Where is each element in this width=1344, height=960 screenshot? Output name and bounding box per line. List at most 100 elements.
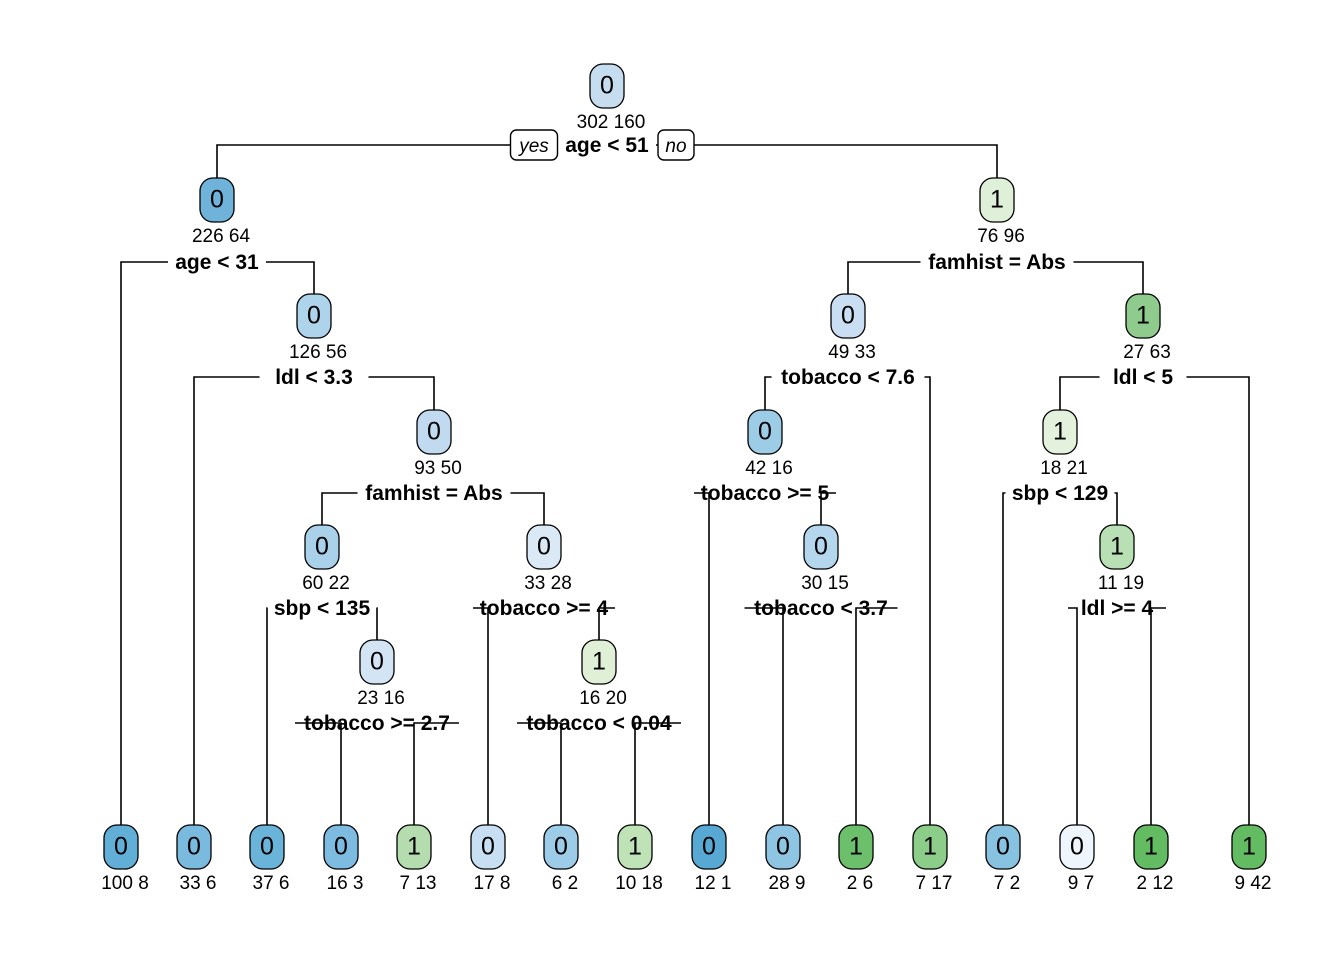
leaf-class-label: 0 <box>1070 833 1084 861</box>
leaf-l13: 07 2 <box>985 824 1021 894</box>
node-class-label: 0 <box>758 418 772 446</box>
leaf-shape <box>912 824 948 870</box>
leaf-l6: 017 8 <box>470 824 511 894</box>
node-class-label: 1 <box>990 186 1004 214</box>
node-shape <box>416 409 452 455</box>
node-class-label: 0 <box>210 186 224 214</box>
node-shape <box>304 524 340 570</box>
node-n15: 1 16 20 <box>579 639 627 709</box>
node-counts: 18 21 <box>1040 458 1088 479</box>
edge-n7-right <box>510 492 545 525</box>
split-label-s13: ldl >= 4 <box>1081 597 1154 620</box>
node-counts: 16 20 <box>579 688 627 709</box>
leaf-class-label: 1 <box>407 833 421 861</box>
split-label-s8: tobacco >= 5 <box>701 482 830 505</box>
leaf-l9: 012 1 <box>691 824 731 894</box>
edge-n5-right <box>924 376 931 825</box>
edge-n13-left <box>1068 607 1078 825</box>
node-class-label: 0 <box>427 418 441 446</box>
yes-branch-label-box <box>509 129 559 161</box>
split-label-s6: ldl < 5 <box>1113 366 1173 389</box>
edge-n1-left <box>216 144 558 178</box>
edge-n9-right <box>1114 492 1118 525</box>
edge-n4-left <box>193 376 260 825</box>
split-label-s12: tobacco < 3.7 <box>754 597 888 620</box>
edge-n8-left <box>694 492 710 825</box>
node-shape <box>199 177 235 223</box>
node-class-label: 0 <box>307 302 321 330</box>
node-counts: 30 15 <box>801 573 849 594</box>
no-branch-label-text: no <box>665 136 686 157</box>
leaf-l12: 1 7 17 <box>912 824 953 894</box>
yes-branch-label-text: yes <box>517 136 549 157</box>
node-n14: 023 16 <box>357 639 405 709</box>
edge-n6-left <box>1059 376 1100 410</box>
split-label-s5: tobacco < 7.6 <box>781 366 915 389</box>
split-label-s3: famhist = Abs <box>928 251 1066 274</box>
leaf-counts: 9 7 <box>1068 873 1094 894</box>
leaf-l16: 19 42 <box>1231 824 1271 894</box>
leaf-class-label: 0 <box>260 833 274 861</box>
leaf-class-label: 0 <box>334 833 348 861</box>
node-n4: 0 126 56 <box>289 293 347 363</box>
edge-n11-right <box>598 607 615 640</box>
leaf-class-label: 1 <box>1144 833 1158 861</box>
leaf-l10: 028 9 <box>765 824 806 894</box>
node-n13: 111 19 <box>1098 524 1144 594</box>
node-counts: 60 22 <box>302 573 350 594</box>
leaf-shape <box>249 824 285 870</box>
leaf-counts: 16 3 <box>327 873 364 894</box>
node-shape <box>359 639 395 685</box>
edge-n11-left <box>473 607 489 825</box>
leaf-shape <box>176 824 212 870</box>
node-shape <box>979 177 1015 223</box>
leaf-class-label: 1 <box>923 833 937 861</box>
node-class-label: 0 <box>370 648 384 676</box>
leaf-l5: 17 13 <box>396 824 436 894</box>
edge-n12-left <box>744 607 784 825</box>
node-n7: 0 93 50 <box>414 409 462 479</box>
yes-branch-label: yes <box>509 129 559 161</box>
node-shape <box>1042 409 1078 455</box>
edge-n14-right <box>413 722 459 825</box>
node-n8: 042 16 <box>745 409 793 479</box>
split-label-s14: tobacco >= 2.7 <box>304 712 450 735</box>
no-branch-label-box <box>657 129 695 161</box>
node-counts: 126 56 <box>289 342 347 363</box>
leaf-class-label: 0 <box>114 833 128 861</box>
edge-n15-left <box>517 722 562 825</box>
node-counts: 27 63 <box>1123 342 1171 363</box>
edge-n12-right <box>855 607 898 825</box>
leaf-l2: 033 6 <box>176 824 216 894</box>
node-counts: 49 33 <box>828 342 876 363</box>
node-class-label: 1 <box>592 648 606 676</box>
node-counts: 11 19 <box>1098 573 1144 594</box>
leaf-counts: 17 8 <box>474 873 511 894</box>
leaf-counts: 10 18 <box>615 873 663 894</box>
leaf-l15: 1 2 12 <box>1133 824 1174 894</box>
leaf-l7: 06 2 <box>543 824 579 894</box>
leaf-counts: 7 2 <box>994 873 1020 894</box>
leaf-shape <box>543 824 579 870</box>
node-counts: 302 160 <box>577 112 646 133</box>
leaf-shape <box>617 824 653 870</box>
node-counts: 93 50 <box>414 458 462 479</box>
leaf-counts: 2 12 <box>1137 873 1174 894</box>
node-shape <box>581 639 617 685</box>
edge-n9-left <box>1002 492 1006 825</box>
leaf-l14: 0 9 7 <box>1059 824 1095 894</box>
leaf-counts: 7 17 <box>916 873 953 894</box>
split-label-s10: sbp < 135 <box>274 597 371 620</box>
leaf-shape <box>985 824 1021 870</box>
leaf-shape <box>470 824 506 870</box>
leaf-counts: 28 9 <box>769 873 806 894</box>
edge-n10-left <box>266 607 268 825</box>
edge-n15-right <box>634 722 681 825</box>
